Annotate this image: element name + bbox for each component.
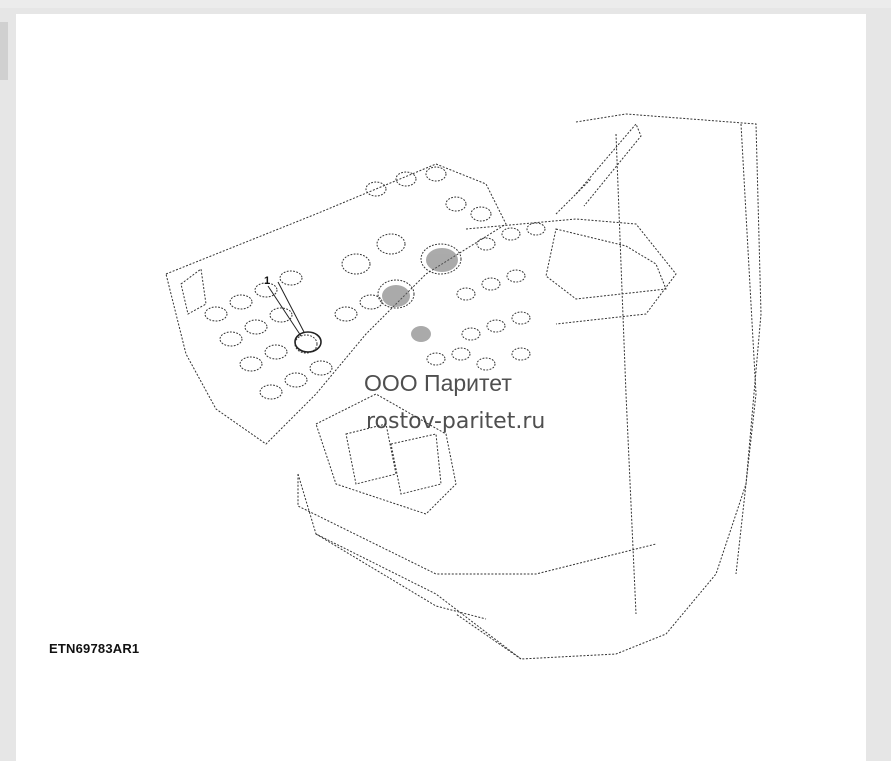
- figure-id: ETN69783AR1: [49, 641, 140, 656]
- left-scroll-edge: [0, 22, 8, 80]
- housing-back-edge: [735, 123, 757, 575]
- callout-number: 1: [264, 275, 270, 287]
- base-top-edge: [297, 474, 657, 575]
- watermark-company: ООО Паритет: [364, 370, 512, 396]
- lever: [575, 123, 642, 207]
- housing-outline: [455, 113, 762, 660]
- top-border: [0, 0, 891, 8]
- lever-shaft: [555, 178, 592, 215]
- watermark-url: rostov-paritet.ru: [366, 409, 546, 434]
- keypad-grip: [180, 268, 207, 315]
- diagram-panel: 1 ООО Паритет rostov-paritet.ru ETN69783…: [16, 14, 866, 761]
- switch-block: [315, 393, 457, 515]
- base-front: [297, 473, 522, 660]
- keypad-outline: [165, 163, 507, 445]
- switch-b: [390, 433, 442, 495]
- deck-outline: [465, 218, 677, 325]
- armrest-block: [545, 228, 667, 300]
- console-line-drawing: 1: [165, 113, 762, 660]
- callout-marker: 1: [264, 275, 322, 353]
- housing-edge: [615, 133, 637, 615]
- base-lower-edge: [315, 533, 487, 620]
